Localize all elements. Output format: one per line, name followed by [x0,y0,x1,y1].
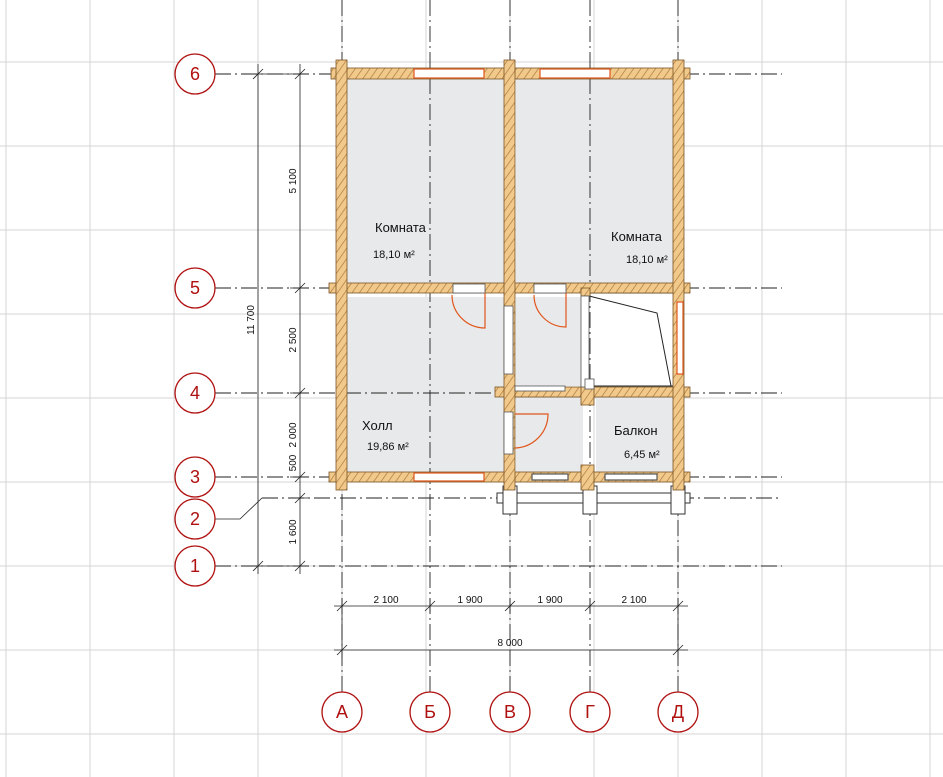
axis-label-3: 3 [190,467,200,487]
axis-bubble-d [657,691,699,733]
room-name-balkon: Балкон [614,423,658,438]
partition-lines [503,295,595,455]
log-walls [328,59,691,491]
axis-bubble-1 [174,545,216,587]
door-swing [514,413,549,449]
axis-label-d: Д [672,702,684,722]
dim-text-total-vertical: 11 700 [246,305,257,335]
room-labels: Комната 18,10 м² Комната 18,10 м² Холл 1… [362,220,668,461]
axis-bubble-2 [174,498,216,540]
room-area-komnata-left: 18,10 м² [373,249,415,261]
dim-text-1900-right: 1 900 [537,595,562,606]
axis-bubble-a [321,691,363,733]
axis-label-g: Г [585,702,595,722]
room-name-komnata-right: Комната [611,229,663,244]
dim-text-2000: 2 000 [288,422,299,447]
axis-bubble-6 [174,53,216,95]
room-area-holl: 19,86 м² [367,441,409,453]
dim-text-2500: 2 500 [288,327,299,352]
door-swing [533,293,567,328]
axis-label-1: 1 [190,556,200,576]
wall-axis-g-bottom [580,464,595,491]
axis-bubble-labels: 6 5 4 3 2 1 А Б В Г Д [190,64,684,722]
axis-bubble-3 [174,456,216,498]
axis-label-6: 6 [190,64,200,84]
axis-label-5: 5 [190,278,200,298]
door-opening [452,283,486,294]
window [539,68,611,79]
door-swing [451,293,486,329]
axis-bubble-5 [174,267,216,309]
dim-text-2100-left: 2 100 [373,595,398,606]
axis-label-v: В [504,702,516,722]
dim-text-500: 500 [288,454,299,471]
room-fill-corridor [516,297,583,386]
dim-text-1600: 1 600 [288,519,299,544]
room-fill-holl-upper [345,297,504,473]
dimension-texts: 5 100 2 500 2 000 500 1 600 11 700 2 100… [246,168,647,649]
axis-bubble-g [569,691,611,733]
room-name-komnata-left: Комната [375,220,427,235]
wall-axis-g-upper [580,287,591,297]
axis-label-a: А [336,702,348,722]
dim-text-5100: 5 100 [288,168,299,193]
room-fill-komnata-right [516,79,675,285]
windows [413,68,684,482]
dim-text-total-horizontal: 8 000 [497,638,522,649]
door-opening [533,283,567,294]
axis-label-2: 2 [190,509,200,529]
window [676,301,684,375]
room-fill-balkon [596,398,675,473]
dimension-lines [215,64,688,658]
room-fill-komnata-left [345,79,504,285]
window [413,68,485,79]
dim-text-2100-right: 2 100 [621,595,646,606]
room-name-holl: Холл [362,418,393,433]
axis-label-b: Б [424,702,436,722]
window [531,473,569,481]
stair-opening [582,292,676,387]
wall-axis-a [335,59,348,491]
axis-bubbles [174,53,699,733]
wall-axis-d [672,59,685,491]
room-area-komnata-right: 18,10 м² [626,254,668,266]
axis-bubble-4 [174,372,216,414]
room-area-balkon: 6,45 м² [624,449,660,461]
room-fills [345,79,675,473]
window [604,473,658,481]
axis-label-4: 4 [190,383,200,403]
dim-text-1900-left: 1 900 [457,595,482,606]
room-fill-vestibule [516,398,583,473]
doors [451,283,567,449]
axis-bubble-v [489,691,531,733]
axis-bubble-b [409,691,451,733]
wall-axis-v [503,59,516,491]
window [413,472,485,482]
